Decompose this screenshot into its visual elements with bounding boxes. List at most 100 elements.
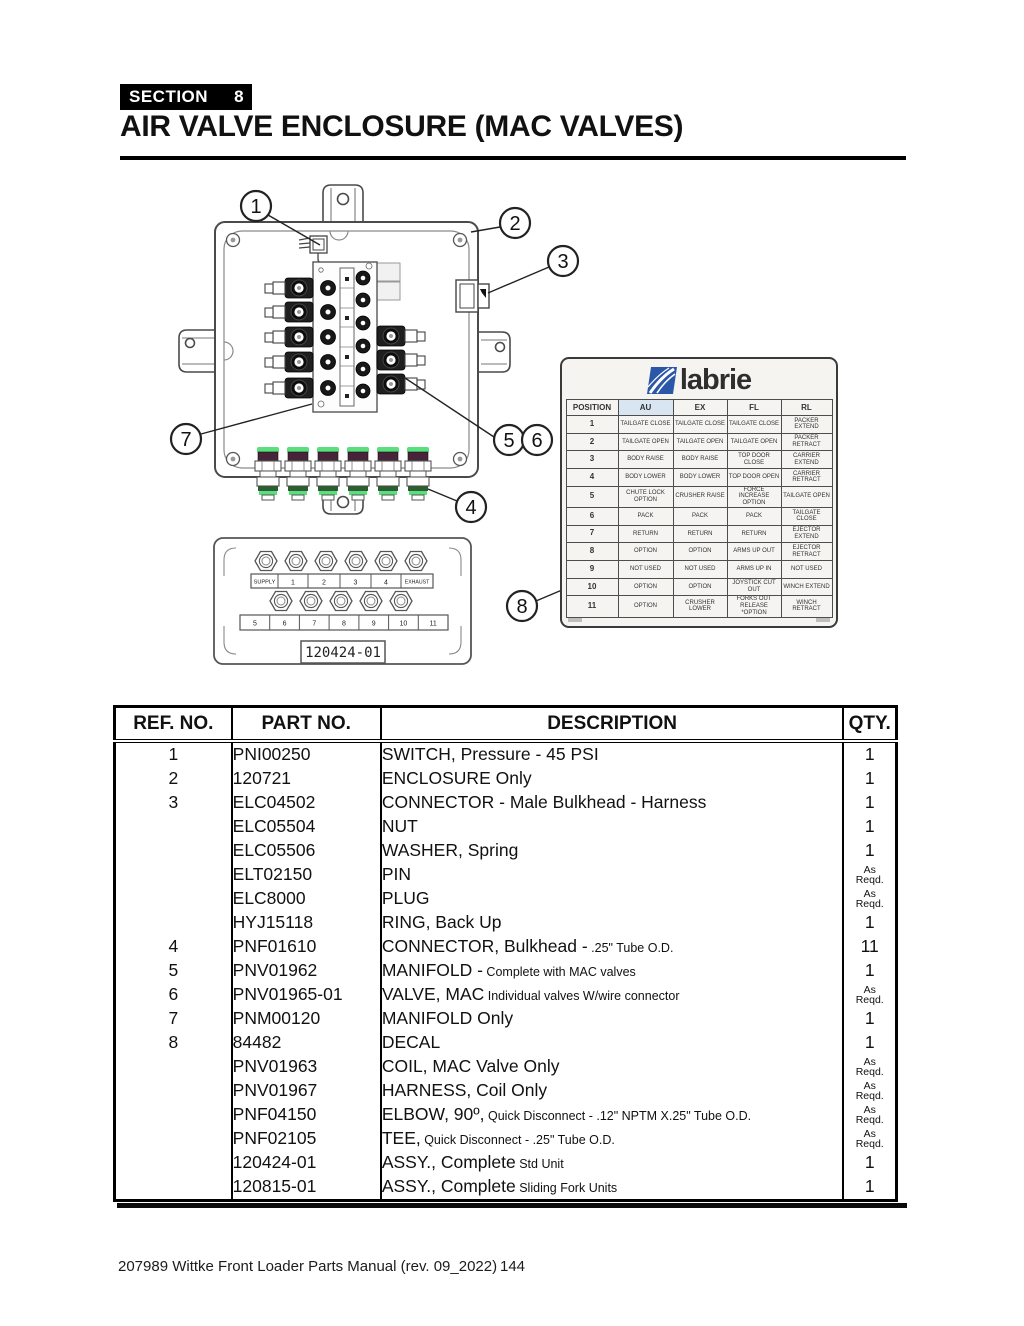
decal-function-cell: OPTION <box>617 542 674 561</box>
description-main: MANIFOLD - <box>381 960 483 981</box>
description-cell: CONNECTOR, Bulkhead - .25" Tube O.D. <box>379 935 845 959</box>
description-cell: CONNECTOR - Male Bulkhead - Harness <box>379 791 845 815</box>
description-main: TEE, <box>381 1128 421 1149</box>
qty-as: As <box>863 1104 876 1116</box>
labrie-logo-icon <box>646 366 677 394</box>
decal-function-cell: CHUTE LOCK OPTION <box>617 485 674 508</box>
decal-function-cell: BODY LOWER <box>672 468 728 487</box>
qty-cell: 1 <box>842 839 898 863</box>
callout-2: 2 <box>498 206 532 240</box>
decal-function-cell: FORKS OUT RELEASE *OPTION <box>726 595 782 618</box>
qty-cell: 1 <box>842 1151 898 1175</box>
mounting-bracket-left <box>178 329 215 373</box>
decal-function-cell: OPTION <box>672 542 728 561</box>
description-cell: NUT <box>379 815 845 839</box>
description-detail: Sliding Fork Units <box>515 1181 618 1196</box>
part-no-cell: PNM00120 <box>230 1007 382 1031</box>
description-main: CONNECTOR - Male Bulkhead - Harness <box>381 792 707 813</box>
decal-position-cell: 11 <box>565 595 619 618</box>
page-title: AIR VALVE ENCLOSURE (MAC VALVES) <box>120 110 684 143</box>
qty-reqd: Reqd. <box>855 1066 884 1078</box>
section-number: 8 <box>234 87 245 106</box>
qty-reqd: Reqd. <box>855 994 884 1006</box>
valve-manifold <box>264 261 426 413</box>
footer-text: 207989 Wittke Front Loader Parts Manual … <box>118 1258 498 1275</box>
ref-no-cell <box>113 1055 233 1079</box>
part-no-cell: 120815-01 <box>230 1175 382 1201</box>
description-main: RING, Back Up <box>381 912 502 933</box>
decal-function-cell: BODY RAISE <box>672 450 728 470</box>
decal-function-cell: BODY RAISE <box>617 450 674 470</box>
description-main: PLUG <box>381 888 430 909</box>
decal-function-cell: PACKER EXTEND <box>780 415 833 434</box>
decal-function-cell: TAILGATE OPEN <box>617 432 674 452</box>
decal-function-cell: TAILGATE OPEN <box>726 432 782 452</box>
decal-position-cell: 6 <box>565 506 619 526</box>
svg-text:1: 1 <box>250 196 261 218</box>
part-no-cell: PNF01610 <box>230 935 382 959</box>
bulkhead-connector <box>455 279 490 313</box>
qty-as: As <box>863 984 876 996</box>
footer-page-number: 144 <box>500 1258 526 1275</box>
description-cell: HARNESS, Coil Only <box>379 1079 845 1103</box>
svg-text:7: 7 <box>180 429 191 451</box>
description-cell: SWITCH, Pressure - 45 PSI <box>379 741 845 767</box>
callout-4: 4 <box>454 490 488 524</box>
port-label: 3 <box>354 580 358 587</box>
decal-corner-mark <box>816 618 830 622</box>
callout-leaders <box>200 214 563 602</box>
decal-header-cell: POSITION <box>565 399 619 416</box>
svg-text:6: 6 <box>531 430 542 452</box>
qty-as: As <box>863 1128 876 1140</box>
qty-cell: 1 <box>842 741 898 767</box>
decal-function-cell: BODY LOWER <box>617 468 674 487</box>
description-main: DECAL <box>381 1032 441 1053</box>
callout-6: 6 <box>520 423 554 457</box>
decal-function-cell: RETURN <box>672 524 728 544</box>
port-label: 11 <box>429 621 436 628</box>
qty-as: As <box>863 864 876 876</box>
decal-function-cell: TOP DOOR CLOSE <box>726 450 782 470</box>
svg-text:8: 8 <box>516 596 527 618</box>
description-main: ASSY., Complete <box>381 1152 516 1173</box>
ref-no-cell: 2 <box>113 767 233 791</box>
part-no-cell: PNV01963 <box>230 1055 382 1079</box>
ref-no-cell <box>113 911 233 935</box>
ref-no-cell <box>113 815 233 839</box>
ref-no-cell <box>113 863 233 887</box>
qty-reqd: Reqd. <box>855 898 884 910</box>
ref-no-cell <box>113 887 233 911</box>
decal-function-cell: ARMS UP OUT <box>726 542 782 561</box>
description-cell: DECAL <box>379 1031 845 1055</box>
description-cell: MANIFOLD - Complete with MAC valves <box>379 959 845 983</box>
part-no-cell: PNV01967 <box>230 1079 382 1103</box>
ref-no-cell: 1 <box>113 741 233 767</box>
fitting-panel: SUPPLY 1 2 3 4 EXHAUST 5 6 7 8 <box>213 537 472 665</box>
description-cell: COIL, MAC Valve Only <box>379 1055 845 1079</box>
decal-function-cell: OPTION <box>617 577 674 597</box>
description-main: NUT <box>381 816 418 837</box>
ref-no-cell: 3 <box>113 791 233 815</box>
qty-cell: 1 <box>842 911 898 935</box>
section-label: SECTION <box>129 87 209 106</box>
decal-position-cell: 2 <box>565 432 619 452</box>
description-cell: PIN <box>379 863 845 887</box>
description-cell: RING, Back Up <box>379 911 845 935</box>
